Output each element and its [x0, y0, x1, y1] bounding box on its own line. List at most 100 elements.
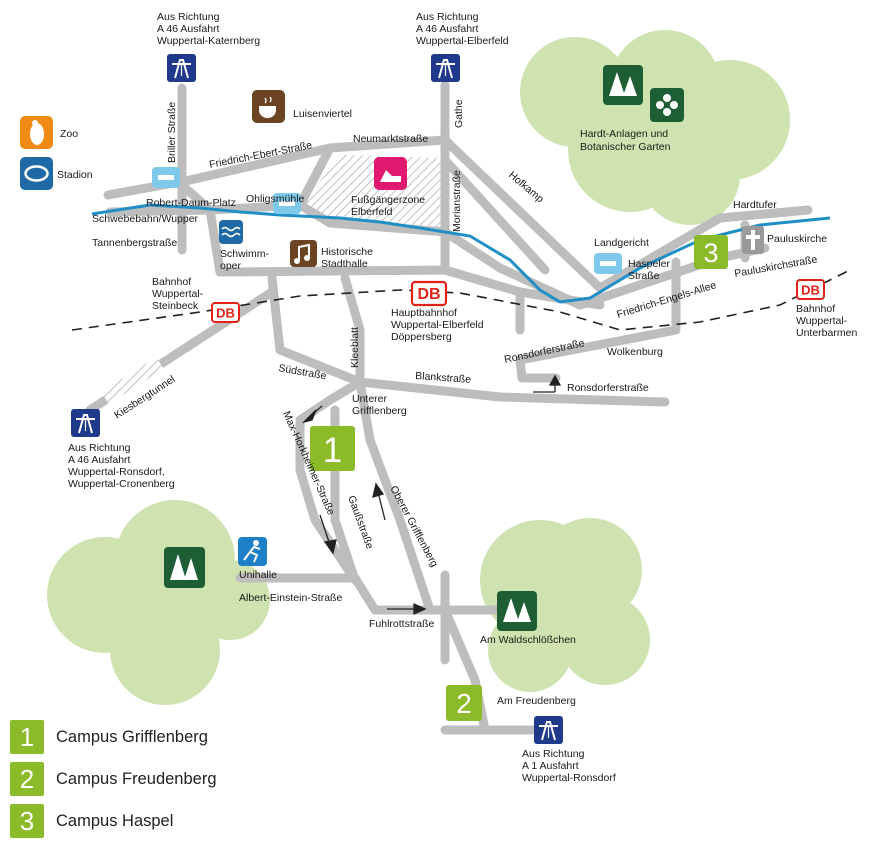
street-label: Tannenbergstraße [92, 237, 177, 249]
street-label: Neumarktstraße [353, 133, 428, 145]
coffee-cup-icon [252, 90, 285, 123]
pauluskirche-label: Pauluskirche [767, 233, 827, 245]
direction-label: Aus Richtung A 46 Ausfahrt Wuppertal-Elb… [416, 11, 509, 47]
street-label: Wolkenburg [607, 346, 663, 358]
stadion-icon [20, 157, 53, 190]
campus-legend: 1 Campus Grifflenberg 2 Campus Freudenbe… [10, 716, 310, 842]
street-label: Gaußstraße [345, 494, 375, 551]
schwimmoper-label: Schwimm- [220, 248, 270, 260]
autobahn-icon [71, 409, 100, 437]
trees-icon [603, 65, 643, 105]
direction-label: Aus Richtung A 46 Ausfahrt Wuppertal-Kat… [157, 11, 260, 47]
legend-number-badge: 1 [10, 720, 44, 754]
street-label: Am Freudenberg [497, 695, 576, 707]
direction-line: Wuppertal-Cronenberg [68, 478, 175, 490]
legend-item-campus-grifflenberg[interactable]: 1 Campus Grifflenberg [10, 716, 310, 758]
kiesbergtunnel-segment [101, 357, 164, 404]
stadthalle-label: Stadthalle [321, 258, 368, 270]
legend-label: Campus Freudenberg [56, 769, 217, 788]
park-hardt [520, 30, 790, 225]
db-logo: DB [211, 302, 240, 323]
direction-line: A 46 Ausfahrt [68, 454, 131, 466]
direction-line: Aus Richtung [416, 11, 479, 23]
station-label: Döppersberg [391, 331, 452, 343]
schwebebahn-station-icon [594, 253, 622, 274]
legend-number-badge: 3 [10, 804, 44, 838]
music-note-icon [290, 240, 317, 267]
street-label: Grifflenberg [352, 405, 407, 417]
wupper-river [91, 203, 831, 304]
trees-icon [497, 591, 537, 631]
street-label: Gathe [453, 99, 465, 128]
campus-marker-1[interactable]: 1 [310, 426, 355, 471]
db-logo-text: DB [417, 286, 440, 303]
legend-item-campus-haspel[interactable]: 3 Campus Haspel [10, 800, 310, 842]
direction-arrows [301, 374, 562, 616]
station-label: Robert-Daum-Platz [146, 197, 236, 209]
shoe-icon [374, 157, 407, 190]
station-label: Straße [628, 270, 660, 282]
campus-marker-number: 3 [703, 238, 718, 268]
trees-icon [164, 547, 205, 588]
legend-label: Campus Grifflenberg [56, 727, 208, 746]
station-label: Wuppertal-Elberfeld [391, 319, 484, 331]
station-label: Unterbarmen [796, 327, 857, 339]
schwebebahn-station-icon [273, 193, 301, 214]
direction-line: Aus Richtung [522, 748, 585, 760]
campus-marker-2[interactable]: 2 [446, 685, 482, 721]
hardt-label: Botanischer Garten [580, 141, 671, 153]
direction-line: Aus Richtung [157, 11, 220, 23]
legend-item-campus-freudenberg[interactable]: 2 Campus Freudenberg [10, 758, 310, 800]
station-label: Landgericht [594, 237, 649, 249]
street-label: Blankstraße [415, 370, 472, 386]
unihalle-label: Unihalle [239, 569, 277, 581]
campus-marker-number: 1 [323, 431, 342, 470]
direction-line: Aus Richtung [68, 442, 131, 454]
cross-icon [742, 226, 764, 254]
stadthalle-label: Historische [321, 246, 373, 258]
db-logo-text: DB [216, 306, 235, 321]
direction-line: Wuppertal-Elberfeld [416, 35, 509, 47]
direction-line: Wuppertal-Katernberg [157, 35, 260, 47]
station-label: Bahnhof [152, 276, 191, 288]
waldschloesschen-label: Am Waldschlößchen [480, 634, 576, 646]
station-label: Steinbeck [152, 300, 199, 312]
street-label: Fuhlrottstraße [369, 618, 435, 630]
street-label: Kleeblatt [349, 327, 361, 368]
pedestrian-zone-area [300, 155, 446, 232]
station-label: Bahnhof [796, 303, 835, 315]
sports-runner-icon [238, 537, 267, 566]
db-logo: DB [796, 279, 825, 300]
fussgaengerzone-label: Fußgängerzone [351, 194, 425, 206]
railway-line [71, 269, 851, 331]
autobahn-icon [431, 54, 460, 82]
campus-marker-number: 2 [456, 688, 472, 719]
db-logo-text: DB [801, 283, 820, 298]
station-label: Hauptbahnhof [391, 307, 457, 319]
autobahn-icon [167, 54, 196, 82]
schwebebahn-station-icon [152, 167, 180, 188]
direction-label: Aus Richtung A 1 Ausfahrt Wuppertal-Rons… [522, 748, 616, 784]
campus-marker-3[interactable]: 3 [694, 235, 728, 269]
park-unihalle [47, 500, 270, 705]
station-label: Wuppertal- [796, 315, 848, 327]
luisenviertel-label: Luisenviertel [293, 108, 352, 120]
street-label: Hardtufer [733, 199, 777, 211]
station-label: Ohligsmühle [246, 193, 305, 205]
direction-label: Aus Richtung A 46 Ausfahrt Wuppertal-Ron… [68, 442, 175, 490]
schwimmoper-label: oper [220, 260, 242, 272]
station-label: Wuppertal- [152, 288, 204, 300]
street-label: Morianstraße [451, 170, 463, 232]
stadion-label: Stadion [57, 169, 93, 181]
street-label: Ronsdorferstraße [567, 382, 649, 394]
street-label: Albert-Einstein-Straße [239, 592, 342, 604]
zoo-penguin-icon [20, 116, 53, 149]
swimming-icon [219, 220, 243, 244]
legend-number-badge: 2 [10, 762, 44, 796]
street-label: Schwebebahn/Wupper [92, 213, 199, 225]
zoo-label: Zoo [60, 128, 78, 140]
street-label: Unterer [352, 393, 388, 405]
direction-line: A 1 Ausfahrt [522, 760, 579, 772]
hardt-label: Hardt-Anlagen und [580, 128, 668, 140]
